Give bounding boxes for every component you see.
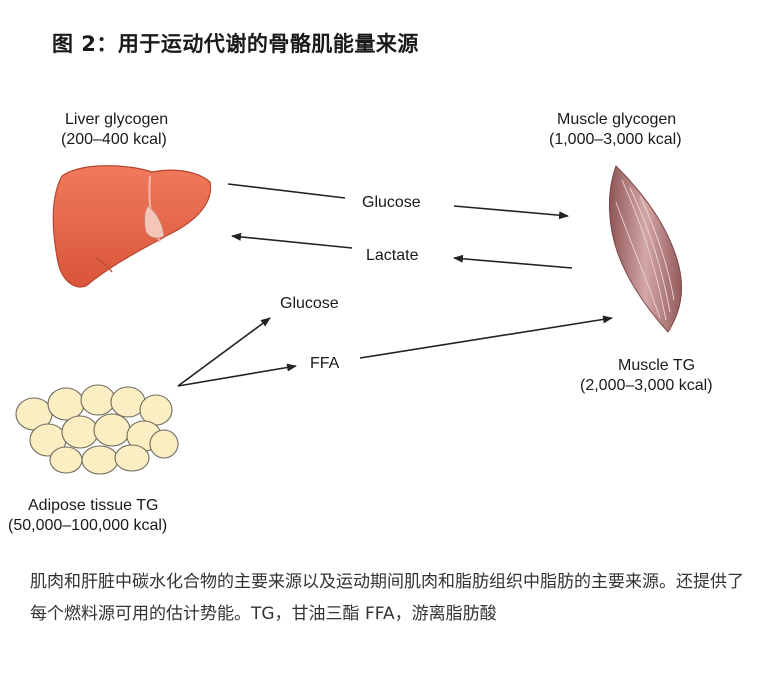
adipose-tissue-energy: (50,000–100,000 kcal) (8, 517, 167, 534)
lactate-to-liver-arrow (231, 232, 353, 249)
flow-arrows (177, 183, 613, 387)
muscle-to-lactate-arrow (453, 254, 573, 269)
adipose-glucose-label: Glucose (280, 295, 339, 312)
metabolism-diagram: Liver glycogen (200–400 kcal) Muscle gly… (8, 111, 713, 534)
adipose-tissue-label: Adipose tissue TG (28, 497, 158, 514)
adipose-to-ffa-arrow (177, 363, 297, 387)
muscle-glycogen-label: Muscle glycogen (557, 111, 676, 128)
ffa-flow-label: FFA (310, 355, 340, 372)
adipose-to-glucose-arrow (177, 317, 271, 387)
figure-caption: 肌肉和肝脏中碳水化合物的主要来源以及运动期间肌肉和脂肪组织中脂肪的主要来源。还提… (30, 572, 744, 624)
muscle-icon (609, 165, 683, 333)
figure-title: 图 2：用于运动代谢的骨骼肌能量来源 (52, 32, 419, 56)
liver-glycogen-label: Liver glycogen (65, 111, 168, 128)
muscle-tg-label: Muscle TG (618, 357, 695, 374)
liver-icon (52, 165, 212, 288)
adipose-cells-icon (15, 384, 179, 475)
glucose-flow-label: Glucose (362, 194, 421, 211)
muscle-tg-energy: (2,000–3,000 kcal) (580, 377, 713, 394)
liver-glycogen-energy: (200–400 kcal) (61, 131, 167, 148)
muscle-glycogen-energy: (1,000–3,000 kcal) (549, 131, 682, 148)
glucose-to-muscle-arrow (453, 205, 569, 220)
liver-to-glucose-arrow (227, 183, 346, 199)
lactate-flow-label: Lactate (366, 247, 419, 264)
ffa-to-muscle-arrow (359, 315, 613, 359)
